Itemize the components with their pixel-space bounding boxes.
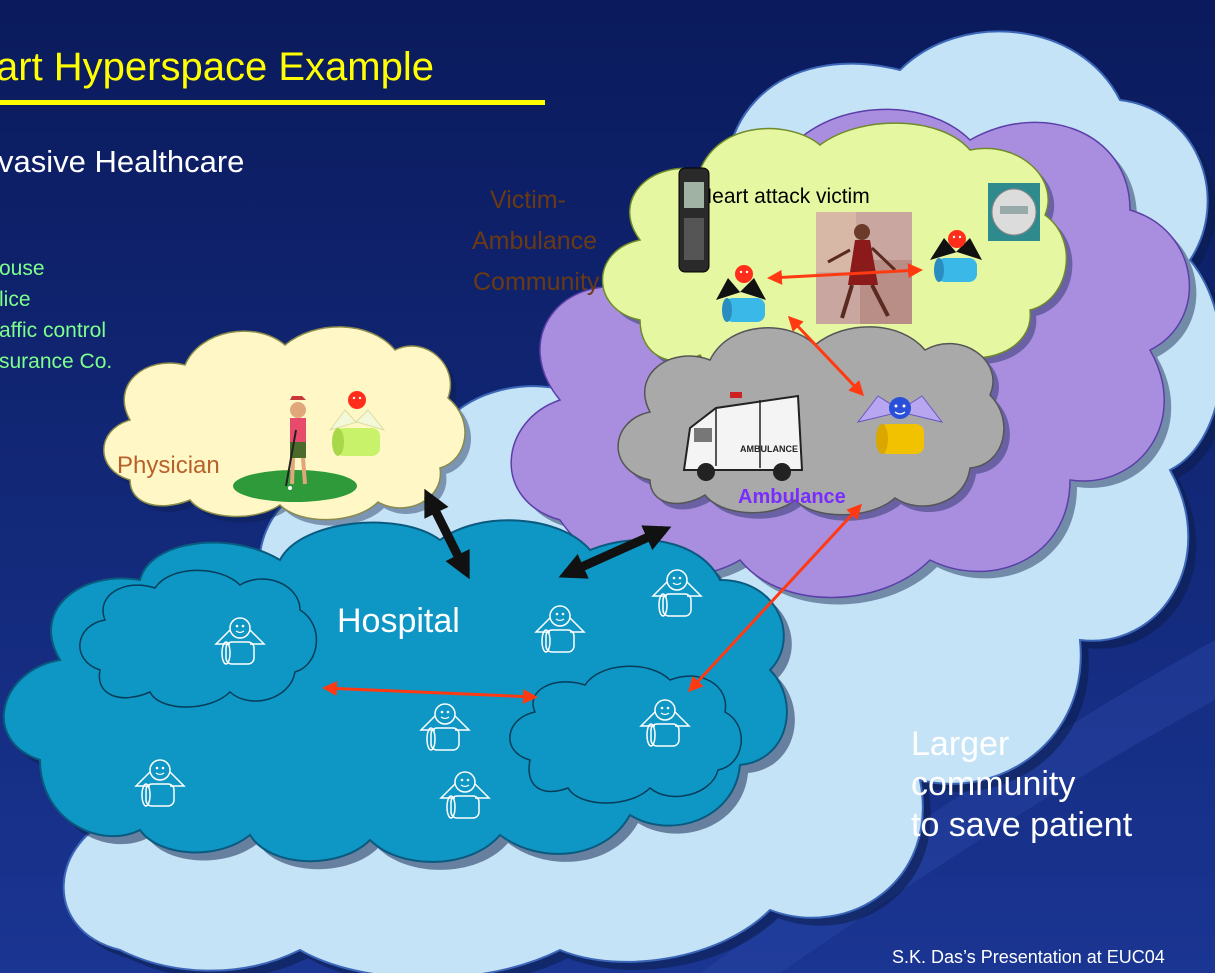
ambulance-cloud: AMBULANCE Ambulance bbox=[617, 315, 1010, 521]
larger-community-label: Larger community to save patient bbox=[911, 725, 1133, 844]
slide-subtitle: vasive Healthcare bbox=[0, 144, 244, 179]
victim-agent-left bbox=[716, 265, 766, 322]
pacemaker-icon bbox=[988, 183, 1040, 241]
heart-attack-victim-cloud: Heart attack victim bbox=[601, 122, 1073, 387]
heart-attack-victim-image bbox=[816, 212, 912, 324]
victim-ambulance-label: Ambulance bbox=[472, 227, 597, 255]
hospital-subcloud-right bbox=[509, 665, 742, 804]
larger-community-line: to save patient bbox=[911, 806, 1133, 844]
hospital-ambulance-arrow bbox=[558, 525, 672, 579]
ambulance-agent bbox=[856, 395, 944, 454]
victim-agent-right bbox=[930, 230, 982, 282]
slide-title: art Hyperspace Example bbox=[0, 45, 434, 89]
victim-ambulance-label: Victim- bbox=[490, 186, 566, 214]
physician-cloud: Physician bbox=[103, 326, 472, 526]
larger-community-line: Larger bbox=[911, 725, 1009, 763]
golfer-image bbox=[233, 396, 357, 502]
left-list-item: ouse bbox=[0, 257, 45, 280]
left-list-item: surance Co. bbox=[0, 350, 112, 373]
physician-agent bbox=[328, 391, 386, 456]
left-list-item: affic control bbox=[0, 319, 106, 342]
ambulance-vehicle-text: AMBULANCE bbox=[740, 444, 798, 454]
victim-ambulance-label: Community bbox=[473, 268, 600, 296]
larger-community-line: community bbox=[911, 765, 1075, 803]
hospital-subcloud-left bbox=[79, 569, 317, 708]
ambulance-vehicle-icon: AMBULANCE bbox=[682, 392, 804, 481]
hospital-internal-link-arrow bbox=[322, 681, 538, 704]
physician-label: Physician bbox=[117, 452, 220, 479]
hospital-label: Hospital bbox=[337, 602, 460, 640]
left-list-item: lice bbox=[0, 288, 31, 311]
hospital-cloud: Hospital bbox=[2, 519, 795, 870]
physician-hospital-arrow bbox=[423, 488, 471, 580]
footer-credit: S.K. Das’s Presentation at EUC04 bbox=[892, 947, 1165, 967]
ambulance-hospital-link-arrow bbox=[687, 503, 863, 693]
cell-phone-icon bbox=[678, 167, 710, 273]
victim-agents-link-arrow bbox=[767, 263, 923, 285]
heart-attack-label: Heart attack victim bbox=[697, 185, 870, 208]
ambulance-label: Ambulance bbox=[738, 486, 846, 508]
left-list: ouse lice affic control surance Co. bbox=[0, 257, 112, 373]
victim-to-ambulance-arrow bbox=[787, 315, 865, 397]
title-underline bbox=[0, 100, 545, 105]
